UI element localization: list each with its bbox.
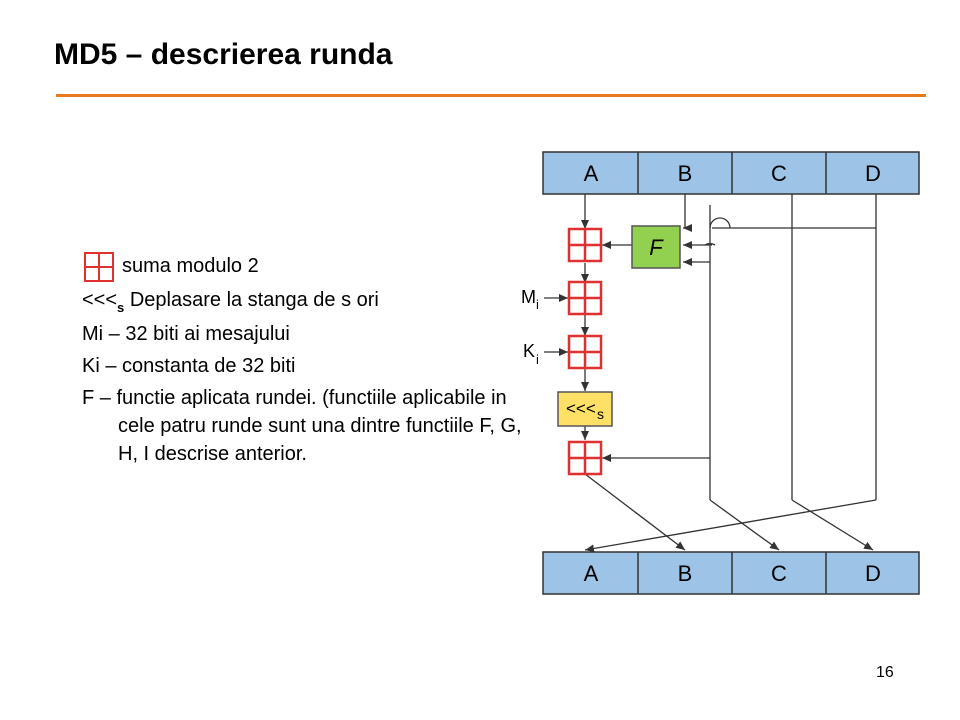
modular-add-icon [84, 252, 114, 282]
top-register-bar [542, 151, 920, 195]
bottom-register-bar [542, 551, 920, 595]
legend-shift-subscript: s [117, 300, 125, 315]
adder-3 [567, 334, 603, 370]
legend-mi-row: Mi – 32 biti ai mesajului [82, 323, 290, 345]
mi-label: M [521, 287, 536, 307]
legend-xor-text: suma modulo 2 [122, 255, 259, 277]
legend-ki-row: Ki – constanta de 32 biti [82, 355, 296, 377]
top-register-b: B [678, 161, 693, 186]
legend-shift-text: Deplasare la stanga de s ori [129, 289, 379, 311]
top-register-row: A B C D [542, 151, 920, 195]
legend-shift-row: <<<s Deplasare la stanga de s ori [82, 284, 522, 318]
legend: suma modulo 2 <<<s Deplasare la stanga d… [82, 250, 522, 468]
title-underline [56, 94, 926, 97]
legend-xor-row: suma modulo 2 [82, 250, 522, 284]
bottom-register-b: B [678, 561, 693, 586]
legend-f-row: F – functie aplicata rundei. (functiile … [82, 387, 522, 465]
top-register-c: C [771, 161, 787, 186]
f-function-label: F [649, 235, 664, 260]
top-register-a: A [584, 161, 599, 186]
ki-subscript: i [536, 352, 539, 367]
a-path-connectors [544, 194, 877, 553]
bottom-register-d: D [865, 561, 881, 586]
shift-box: <<< s [557, 391, 613, 427]
bottom-register-c: C [771, 561, 787, 586]
bottom-register-a: A [584, 561, 599, 586]
page-number: 16 [876, 664, 894, 681]
adder-4 [567, 440, 603, 476]
mi-subscript: i [536, 297, 539, 312]
adder-1 [567, 227, 603, 263]
f-function-box: F [631, 225, 681, 269]
adder-2 [567, 280, 603, 316]
page-title: MD5 – descrierea runda [54, 38, 393, 71]
shift-box-subscript: s [597, 406, 604, 422]
top-register-d: D [865, 161, 881, 186]
ki-label: K [523, 341, 535, 361]
bottom-register-row: A B C D [542, 551, 920, 595]
shift-box-label: <<< [566, 399, 596, 418]
legend-shift-symbol: <<< [82, 289, 118, 311]
